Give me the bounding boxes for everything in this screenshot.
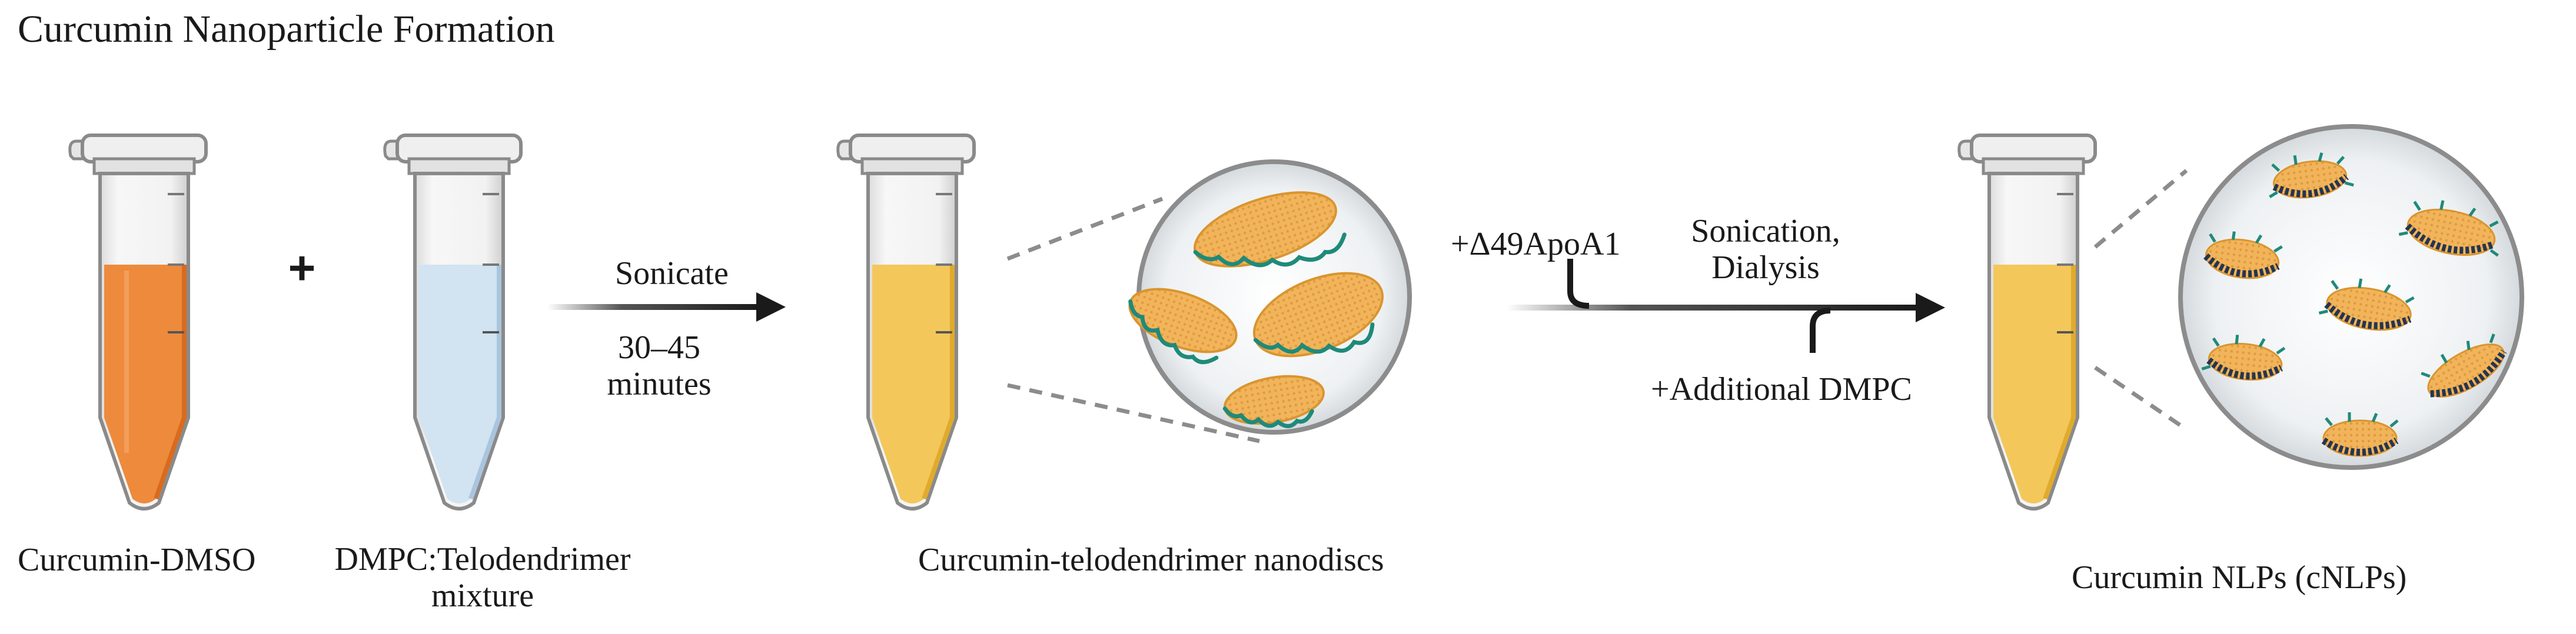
- diagram-title: Curcumin Nanoparticle Formation: [18, 8, 555, 51]
- tube-liquid: [1993, 265, 2073, 503]
- step1-time-line1: 30–45: [618, 329, 700, 366]
- nlp-disc: [2321, 412, 2399, 457]
- zoom-lines-nlps: [2093, 169, 2188, 431]
- tube-cnlps: [1957, 134, 2097, 510]
- zoom-lines-nanodiscs: [1006, 196, 1260, 443]
- step1-label: Sonicate: [615, 255, 729, 292]
- telodendrimer-nanodisc: [1193, 191, 1347, 268]
- nlp-disc: [2201, 335, 2286, 381]
- label-dmpc-line2: mixture: [431, 578, 534, 614]
- nlp-disc: [2318, 278, 2415, 331]
- step2-label: Sonication, Dialysis: [1648, 213, 1883, 286]
- step2-label-line1: Sonication,: [1691, 213, 1840, 249]
- arrow-sonication-dialysis: [1507, 259, 1945, 353]
- tube-liquid: [872, 265, 952, 503]
- nlp-disc: [2203, 231, 2283, 279]
- dmpc-branch: [1810, 308, 1831, 353]
- label-cnlps: Curcumin NLPs (cNLPs): [2072, 559, 2407, 596]
- label-nanodiscs: Curcumin-telodendrimer nanodiscs: [918, 542, 1384, 578]
- arrow-sonicate: [547, 292, 786, 322]
- plus-sign: +: [288, 242, 316, 294]
- label-curcumin-dmso: Curcumin-DMSO: [18, 542, 256, 578]
- step2-label-line2: Dialysis: [1711, 249, 1820, 286]
- telodendrimer-nanodisc: [1222, 375, 1325, 428]
- nlp-disc: [2398, 200, 2499, 257]
- tube-liquid: [419, 265, 499, 503]
- label-dmpc-telodendrimer: DMPC:Telodendrimer mixture: [318, 541, 647, 614]
- step1-time-line2: minutes: [607, 366, 712, 402]
- step1-time: 30–45 minutes: [594, 329, 724, 402]
- nlp-disc: [2269, 152, 2354, 199]
- telodendrimer-nanodisc: [1128, 288, 1238, 365]
- tube-dmpc-telodendrimer: [383, 134, 523, 510]
- tube-nanodiscs: [836, 134, 976, 510]
- zoom-circle-cnlps: [2178, 124, 2524, 470]
- zoom-circle-nanodiscs: [1128, 159, 1412, 435]
- nlp-disc: [2421, 333, 2507, 398]
- label-dmpc-line1: DMPC:Telodendrimer: [334, 541, 631, 578]
- step2-add-dmpc: +Additional DMPC: [1651, 371, 1912, 408]
- apoa1-branch: [1567, 259, 1590, 309]
- tube-curcumin-dmso: [68, 134, 208, 510]
- telodendrimer-nanodisc: [1253, 272, 1384, 358]
- step2-add-apoa1: +Δ49ApoA1: [1451, 226, 1621, 262]
